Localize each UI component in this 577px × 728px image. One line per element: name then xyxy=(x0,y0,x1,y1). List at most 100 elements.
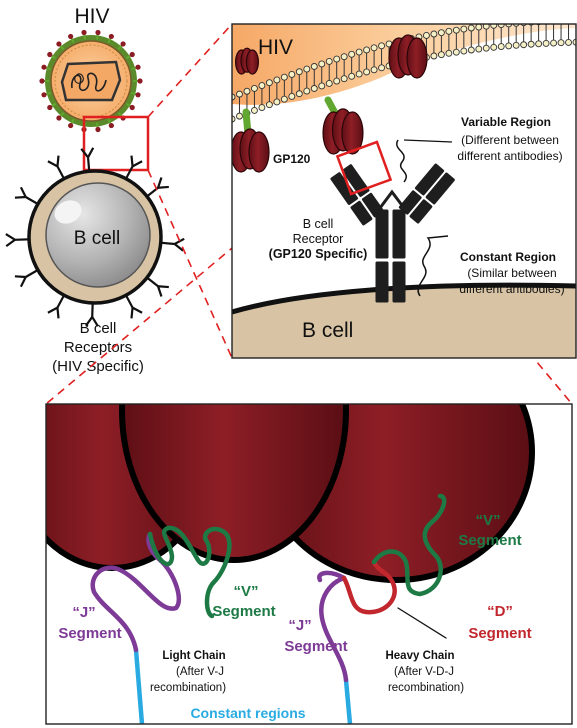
virion-spike-head xyxy=(120,41,126,47)
lipid xyxy=(303,65,311,95)
virion-spike-head xyxy=(41,92,47,98)
virion-spike-head xyxy=(129,104,135,111)
detail-panel: “V” Segment “J” Segment “V” Segment “J” … xyxy=(45,403,573,725)
light-v-label: “V” Segment xyxy=(212,583,275,620)
lipid xyxy=(378,42,386,72)
zoom-receptor-caption: B cell Receptor (GP120 Specific) xyxy=(269,217,368,261)
heavy-j-segment xyxy=(319,575,349,683)
bcell-receptor xyxy=(124,292,143,319)
receptors-caption: B cell Receptors (HIV Specific) xyxy=(52,320,144,375)
heavy-v-label: “V” Segment xyxy=(458,512,521,549)
lipid xyxy=(333,55,341,85)
lipid xyxy=(355,48,363,78)
heavy-d-leader xyxy=(397,607,447,639)
heavy-v-label-line2: Segment xyxy=(458,532,521,549)
variable-region-pointer xyxy=(396,139,407,183)
heavy-chain-title: Heavy Chain xyxy=(385,650,454,662)
lipid xyxy=(295,68,303,98)
lipid xyxy=(310,63,318,92)
heavy-d-label-line2: Segment xyxy=(468,625,531,642)
virion-spike-head xyxy=(47,51,53,58)
heavy-j-label-line1: “J” xyxy=(288,617,311,634)
lipid xyxy=(572,24,576,46)
gp120-label: GP120 xyxy=(273,152,311,166)
lipid xyxy=(467,24,475,54)
zoom-receptor-line3: (GP120 Specific) xyxy=(269,247,368,261)
virion-spike-head xyxy=(56,41,62,47)
virion-spike-head xyxy=(108,33,114,40)
gp120-trimer xyxy=(232,128,270,173)
lipid xyxy=(505,24,513,50)
light-constant-segment xyxy=(133,647,145,724)
constant-regions-label: Constant regions xyxy=(190,705,305,721)
hiv-virion xyxy=(39,29,143,133)
zoom-antibody xyxy=(330,163,455,303)
virion-spike-head xyxy=(95,29,101,36)
bcell-receptor xyxy=(124,155,143,182)
virion-spike-head xyxy=(41,64,47,70)
virion-spike-head xyxy=(135,64,141,70)
zoom-hiv-label: HIV xyxy=(258,36,293,59)
lipid xyxy=(565,24,572,46)
lipid xyxy=(527,24,535,48)
lipid xyxy=(232,93,236,123)
heavy-chain-sub2: recombination) xyxy=(388,682,464,694)
bcell-label: B cell xyxy=(74,228,120,249)
heavy-j-label-line2: Segment xyxy=(284,638,347,655)
lipid xyxy=(363,46,371,76)
virion-spike-head xyxy=(129,51,135,58)
light-j-label-line1: “J” xyxy=(72,604,95,621)
heavy-v-segment xyxy=(371,493,447,597)
virion-spike-head xyxy=(95,126,101,133)
virion-spike-head xyxy=(135,92,141,98)
lipid xyxy=(273,76,281,106)
bcell-receptor xyxy=(144,275,169,297)
lipid xyxy=(370,44,378,74)
light-v-segment xyxy=(147,525,232,619)
heavy-constant-segment xyxy=(343,677,353,724)
lipid xyxy=(340,53,348,83)
receptors-caption-line2: Receptors xyxy=(64,339,132,356)
lipid xyxy=(318,60,326,90)
constant-region-pointer xyxy=(417,235,449,297)
variable-region-label: Variable Region (Different between diffe… xyxy=(457,115,562,163)
virion-spike-head xyxy=(81,29,87,36)
lipid xyxy=(482,24,490,52)
zoom-receptor-line2: Receptor xyxy=(293,232,344,246)
zoom-receptor-line1: B cell xyxy=(303,217,334,231)
zoom-bcell-surface xyxy=(232,285,576,358)
lipid xyxy=(325,58,333,87)
virion-spike-head xyxy=(68,33,74,40)
virion-spike-head xyxy=(56,115,62,121)
light-j-label: “J” Segment xyxy=(58,604,121,642)
variable-region-desc1: (Different between xyxy=(461,133,559,147)
light-chain xyxy=(90,525,232,724)
virion-spike-head xyxy=(47,104,53,111)
heavy-d-label-line1: “D” xyxy=(487,603,513,620)
bcell-receptor xyxy=(47,155,66,182)
viral-capsid xyxy=(60,60,122,102)
lipid xyxy=(280,73,288,103)
lipid xyxy=(557,24,565,47)
virion-spike-head xyxy=(68,122,74,129)
overview-zoom-box xyxy=(82,115,150,172)
light-chain-caption: Light Chain (After V-J recombination) xyxy=(150,650,226,694)
bcell-overview: B cell xyxy=(5,147,185,327)
overview-panel: HIV B cell B cell Receptors (HIV Specifi… xyxy=(5,5,185,375)
bcell-receptor xyxy=(47,292,66,319)
gp120-trimer xyxy=(235,47,259,75)
hiv-title: HIV xyxy=(74,5,109,28)
virion-spike-head xyxy=(137,78,143,84)
receptors-caption-line1: B cell xyxy=(80,320,117,337)
lipid xyxy=(430,30,438,60)
lipid xyxy=(490,24,498,51)
light-chain-sub1: (After V-J xyxy=(176,666,224,678)
constant-region-desc1: (Similar between xyxy=(467,266,556,280)
lipid xyxy=(265,79,273,109)
zoom-bcell-label: B cell xyxy=(302,319,353,342)
light-v-label-line1: “V” xyxy=(233,583,258,600)
light-v-label-line2: Segment xyxy=(212,603,275,620)
light-j-label-line2: Segment xyxy=(58,625,121,642)
heavy-chain-caption: Heavy Chain (After V-D-J recombination) xyxy=(385,650,464,694)
lipid xyxy=(236,90,243,120)
